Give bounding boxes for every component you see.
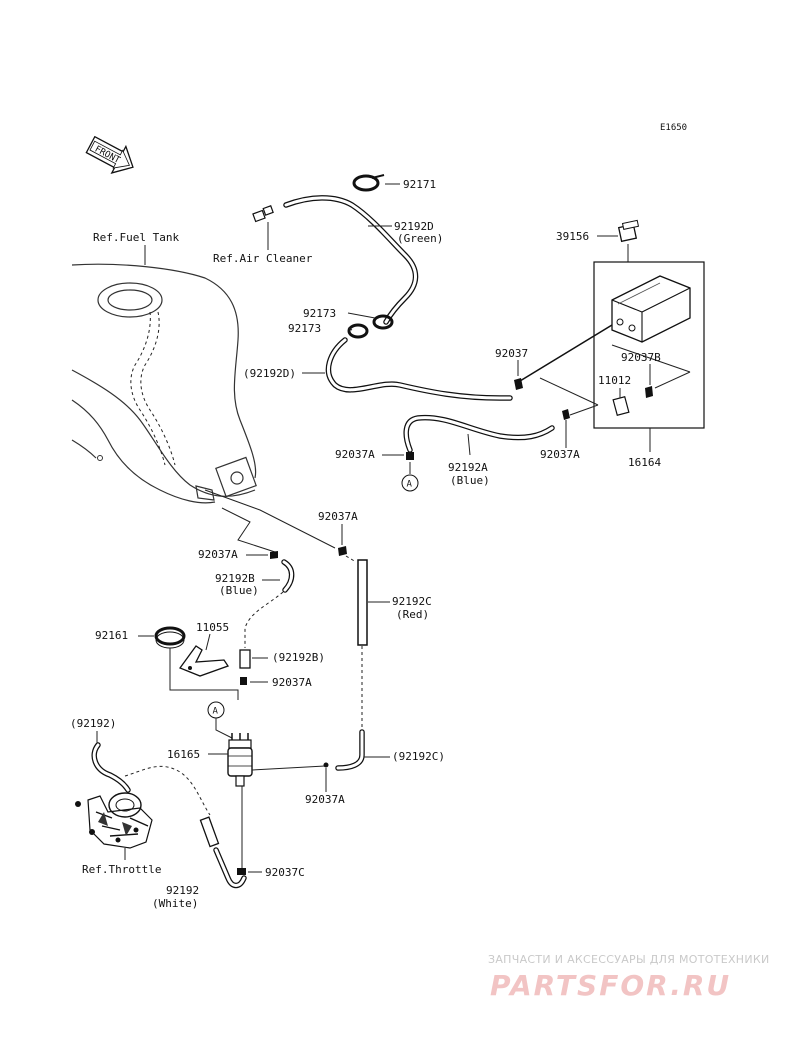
part-92192D-ref-label: (92192D) [243,367,296,380]
clip-92037C-icon [237,868,246,875]
hose-92192D-lower [325,337,513,401]
clip-92037A-filter-icon [240,677,247,685]
clip-92037A-icon [406,409,570,460]
part-92192B-ref-label: (92192B) [272,651,325,664]
part-92192D-label: 92192D [394,220,434,233]
ref-fuel-tank-label: Ref.Fuel Tank [93,231,179,244]
part-92037A-label-6: 92037A [305,793,345,806]
hose-92192 [91,742,247,889]
part-92192C-label: 92192C [392,595,432,608]
front-arrow-icon: FRONT [85,135,134,174]
diagram-code: E1650 [660,123,687,133]
callout-a-lower: A [207,701,225,719]
hose-92192A [403,414,555,453]
bracket-11055-icon [178,645,230,677]
canister-16164-box [593,261,705,429]
part-92192C-color: (Red) [396,608,429,621]
part-92037A-label-2: 92037A [540,448,580,461]
part-92037A-label-1: 92037A [335,448,375,461]
fuel-tank-outline [71,263,257,504]
clip-92037-icon [514,378,523,390]
throttle-body-icon [75,792,153,849]
part-92192-ref-label: (92192) [70,717,116,730]
part-92037B-label: 92037B [621,351,661,364]
part-92037A-label-4: 92037A [198,548,238,561]
clip-92037A-valve-icon [323,762,329,768]
part-92192A-label: 92192A [448,461,488,474]
part-92192-label: 92192 [166,884,199,897]
part-92171-label: 92171 [403,178,436,191]
ref-throttle-label: Ref.Throttle [82,863,161,876]
callout-a-upper: A [401,474,419,492]
part-39156-label: 39156 [556,230,589,243]
watermark-tagline: ЗАПЧАСТИ И АКСЕССУАРЫ ДЛЯ МОТОТЕХНИКИ [488,953,770,966]
part-92192C-ref-label: (92192C) [392,750,445,763]
part-92192-color: (White) [152,897,198,910]
clamp-92171-icon [352,174,385,192]
hose-92192B [239,559,295,669]
part-92192B-label: 92192B [215,572,255,585]
part-92037A-label-5: 92037A [272,676,312,689]
part-92173-label-b: 92173 [288,322,321,335]
part-92192A-color: (Blue) [450,474,490,487]
air-cleaner-fitting-icon [252,205,274,223]
hose-92192C [335,555,368,771]
part-16164-label: 16164 [628,456,661,469]
filter-39156-icon [617,219,640,243]
valve-16165-icon [227,733,253,787]
clamp-92161-icon [154,626,186,649]
part-92037-label: 92037 [495,347,528,360]
part-92161-label: 92161 [95,629,128,642]
part-11055-label: 11055 [196,621,229,634]
ref-air-cleaner-label: Ref.Air Cleaner [213,252,313,265]
part-92037A-label-3: 92037A [318,510,358,523]
part-11012-label: 11012 [598,374,631,387]
svg-text:A: A [407,480,413,490]
part-92173-label-a: 92173 [303,307,336,320]
part-92192B-color: (Blue) [219,584,259,597]
hose-92192D [283,195,419,325]
clip-92037A-blue-icon [270,551,278,559]
part-92037C-label: 92037C [265,866,305,879]
part-16165-label: 16165 [167,748,200,761]
clip-92037A-red-top-icon [338,546,347,556]
watermark-brand: PARTSFOR.RU [490,969,731,1002]
part-92192D-color: (Green) [397,232,443,245]
clamp-92173-icon [347,314,394,339]
svg-text:A: A [213,707,219,717]
